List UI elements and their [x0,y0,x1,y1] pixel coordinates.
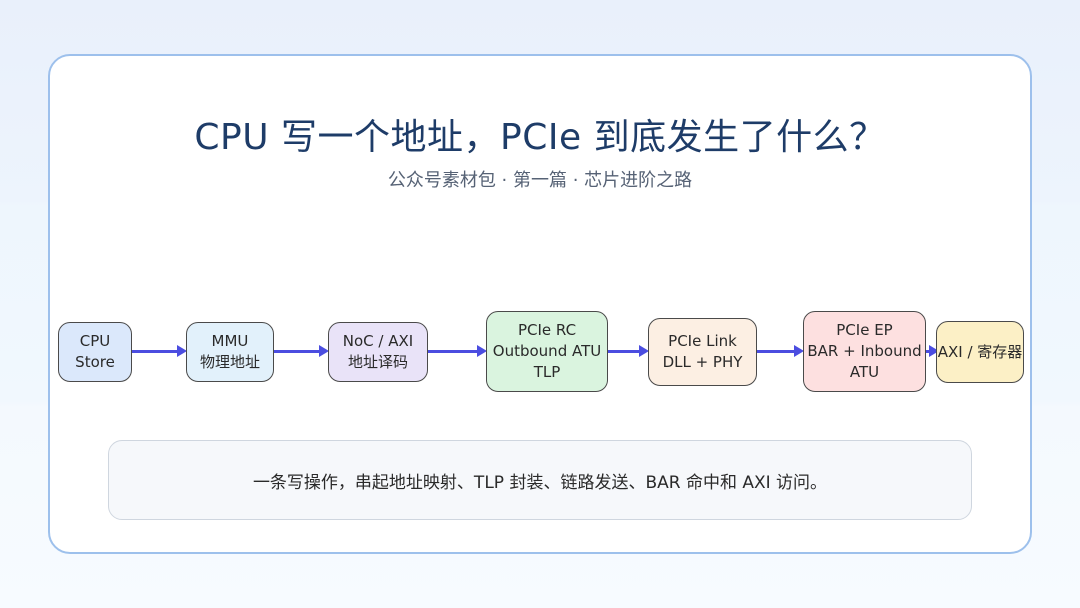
node-pcie-link: PCIe Link DLL + PHY [648,318,757,386]
node-pcie-ep: PCIe EP BAR + Inbound ATU [803,311,926,392]
page-subtitle: 公众号素材包 · 第一篇 · 芯片进阶之路 [387,170,693,191]
arrow-link-to-ep [757,345,804,357]
caption-text: 一条写操作，串起地址映射、TLP 封装、链路发送、BAR 命中和 AXI 访问。 [252,472,828,493]
page-title: CPU 写一个地址，PCIe 到底发生了什么？ [194,117,886,158]
arrow-cpu-to-mmu [132,345,187,357]
node-axi-register: AXI / 寄存器 [936,321,1024,383]
arrow-rc-to-link [608,345,649,357]
node-mmu: MMU 物理地址 [186,322,274,382]
caption-box: 一条写操作，串起地址映射、TLP 封装、链路发送、BAR 命中和 AXI 访问。 [108,440,972,520]
node-noc-axi: NoC / AXI 地址译码 [328,322,428,382]
node-pcie-rc: PCIe RC Outbound ATU TLP [486,311,608,392]
arrow-mmu-to-noc [274,345,329,357]
arrow-ep-to-axi [926,345,939,357]
arrow-noc-to-rc [428,345,487,357]
node-cpu-store: CPU Store [58,322,132,382]
